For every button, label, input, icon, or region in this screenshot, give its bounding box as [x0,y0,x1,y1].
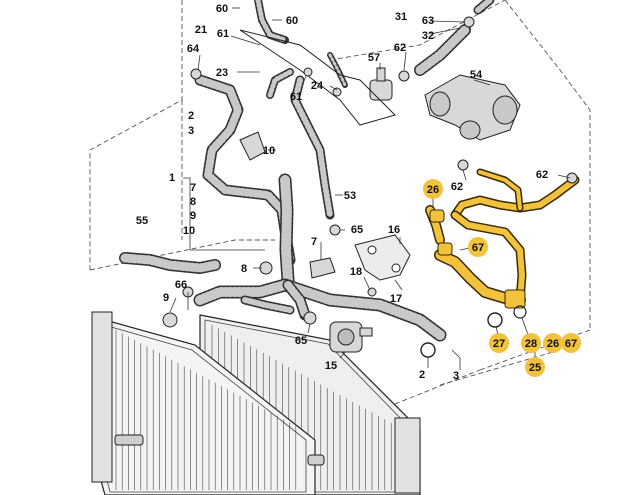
part-number: 61 [290,91,302,103]
highlighted-hose-assembly [425,168,580,309]
highlighted-connector [437,242,453,256]
highlighted-part-number: 67 [472,242,484,254]
coolant-hose-texture [415,25,470,75]
part-number: 31 [395,11,407,23]
part-number: 65 [351,224,363,236]
boundary-lines [89,0,591,411]
part-number: 24 [311,80,324,92]
part-number: 23 [216,67,228,79]
highlighted-part-number: 28 [525,338,537,350]
coolant-sensor [369,67,393,101]
highlighted-connector [504,289,526,309]
callout-highlight-circle [561,333,581,353]
part-number: 2 [419,369,425,381]
part-number: 21 [195,24,207,36]
part-number: 3 [453,370,459,382]
part-number: 10 [263,145,275,157]
coolant-hose [194,74,296,266]
part-number: 32 [422,30,434,42]
highlighted-part-number: 67 [565,338,577,350]
part-number: 53 [344,190,356,202]
part-number: 65 [295,335,307,347]
auxiliary-pump [329,321,373,353]
highlighted-part-number: 27 [493,338,505,350]
components [162,16,578,358]
coolant-hose-texture [280,175,293,285]
part-number: 62 [536,169,548,181]
highlighted-hose-fill [452,177,578,218]
thermostat-housing [424,74,521,141]
highlighted-hose-fill [478,170,522,210]
mounting-bracket [354,234,411,281]
part-number: 10 [183,225,195,237]
part-number: 9 [163,292,169,304]
coolant-hose-texture [195,280,445,340]
part-number: 64 [187,43,200,55]
callout-highlight-circle [521,333,541,353]
coolant-hose-texture [267,69,293,98]
part-number: 15 [325,360,337,372]
part-number: 7 [190,182,196,194]
part-number: 3 [188,125,194,137]
part-number: 8 [190,196,196,208]
part-number: 16 [388,224,400,236]
coolant-hoses [119,0,495,342]
part-number: 63 [422,15,434,27]
part-number: 9 [190,210,196,222]
callout-highlight-circle [525,357,545,377]
highlighted-hose-fill [452,212,525,303]
part-number: 57 [368,52,380,64]
coolant-hose-texture [292,77,333,218]
highlighted-part-number: 25 [529,362,541,374]
part-number: 7 [311,236,317,248]
part-number: 55 [136,215,148,227]
coolant-hose-texture [328,53,347,87]
coolant-hose-texture [242,297,293,313]
part-number: 60 [286,15,298,27]
part-number: 18 [350,266,362,278]
callout-highlight-circle [468,237,488,257]
highlighted-part-number: 26 [427,184,439,196]
highlighted-part-number: 26 [547,338,559,350]
part-number: 62 [394,42,406,54]
part-number: 66 [175,279,187,291]
coolant-hose-texture [255,0,288,43]
part-number: 61 [217,28,229,40]
callout-highlight-circle [423,179,443,199]
hose-bracket [309,257,336,279]
part-number: 2 [188,110,194,122]
coolant-hose-texture [284,281,309,319]
callout-highlight-circle [489,333,509,353]
hose-clip-bracket [239,131,266,161]
callout-highlight-circle [543,333,563,353]
radiator-front [91,311,421,495]
part-number: 60 [216,3,228,15]
part-number: 8 [241,263,247,275]
part-number: 54 [470,69,483,81]
coolant-hose-texture [475,0,493,13]
part-number: 17 [390,293,402,305]
part-number: 1 [169,172,175,184]
part-number: 62 [451,181,463,193]
coolant-hose-texture [120,253,220,273]
highlighted-connector [429,209,445,223]
